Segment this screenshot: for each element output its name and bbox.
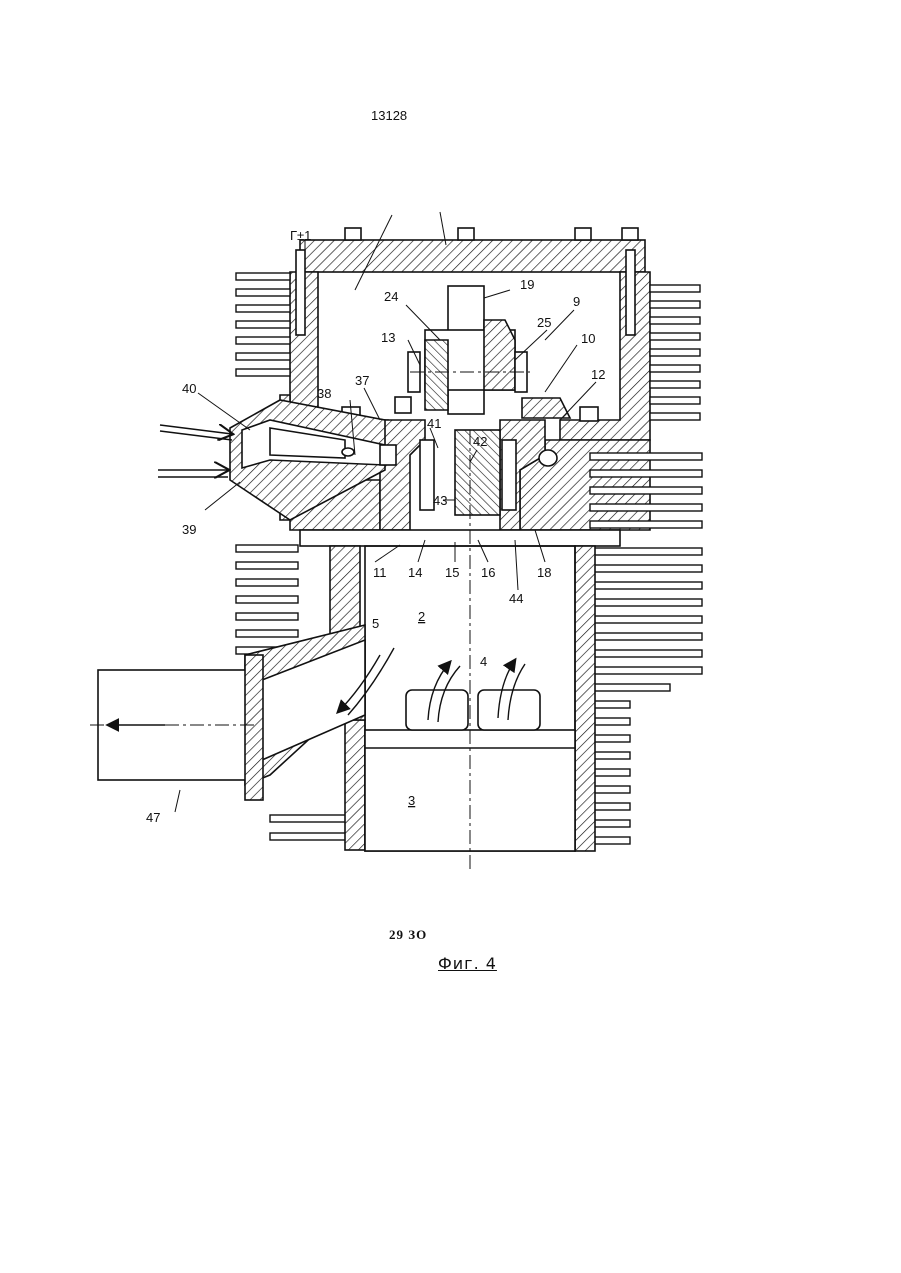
label-37: 37 <box>355 373 369 388</box>
label-15: 15 <box>445 565 459 580</box>
figure-caption: Фиг. 4 <box>438 954 497 973</box>
label-2: 2 <box>418 609 425 624</box>
label-38: 38 <box>317 386 331 401</box>
label-42: 42 <box>473 434 487 449</box>
cylinder-head <box>280 228 650 546</box>
label-39: 39 <box>182 522 196 537</box>
exhaust-port <box>98 625 365 800</box>
label-18: 18 <box>537 565 551 580</box>
label-43: 43 <box>433 493 447 508</box>
label-4: 4 <box>480 654 487 669</box>
label-47: 47 <box>146 810 160 825</box>
label-12: 12 <box>591 367 605 382</box>
label-11: 11 <box>373 565 387 580</box>
label-5: 5 <box>372 616 379 631</box>
label-16: 16 <box>481 565 495 580</box>
label-40: 40 <box>182 381 196 396</box>
label-19: 19 <box>520 277 534 292</box>
label-25: 25 <box>537 315 551 330</box>
label-3: 3 <box>408 793 415 808</box>
label-14: 14 <box>408 565 422 580</box>
label-13: 13 <box>381 330 395 345</box>
bottom-note: 29 ЗО <box>389 927 427 943</box>
label-9: 9 <box>573 294 580 309</box>
label-10: 10 <box>581 331 595 346</box>
label-corner: Г±1 <box>290 228 311 243</box>
label-41: 41 <box>427 416 441 431</box>
cylinder-block <box>330 546 595 851</box>
label-24: 24 <box>384 289 398 304</box>
label-44: 44 <box>509 591 523 606</box>
